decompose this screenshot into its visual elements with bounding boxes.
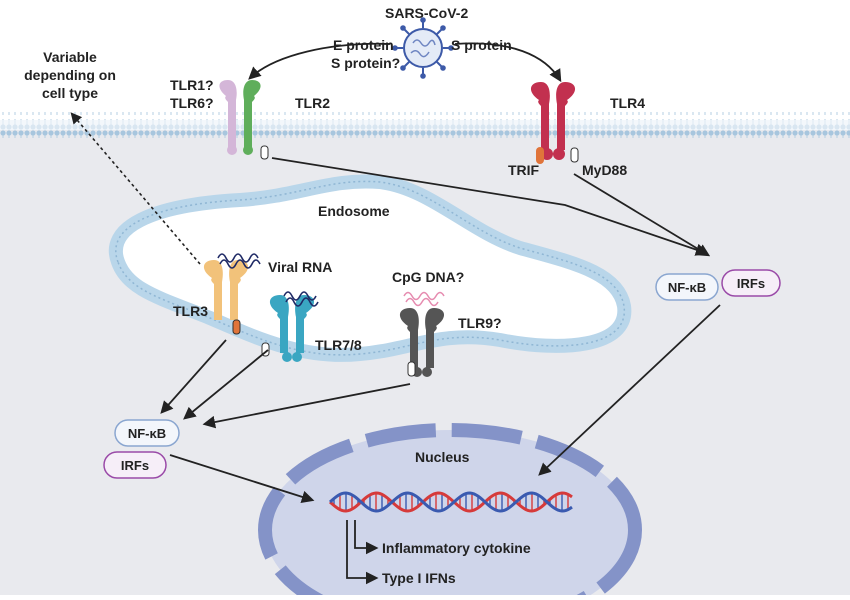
dna-strand-blue bbox=[328, 491, 573, 513]
arrow-virus-to-tlr4 bbox=[454, 42, 562, 83]
arrow-dotted-to-annotation bbox=[70, 112, 201, 265]
virus-label: SARS-CoV-2 bbox=[385, 5, 468, 21]
tlr78-label: TLR7/8 bbox=[315, 337, 362, 353]
trif-label: TRIF bbox=[508, 162, 540, 178]
arrow-dna-to-cytokine bbox=[354, 520, 379, 555]
tlr7-8-receptor-icon bbox=[261, 295, 315, 362]
viral-rna-tlr78-icon-2 bbox=[285, 297, 319, 307]
arrow-dna-to-ifns bbox=[346, 520, 379, 585]
viral-rna-tlr78-icon bbox=[283, 291, 317, 301]
dna-helix bbox=[328, 491, 573, 513]
nfkb-pill-cytoplasm bbox=[114, 419, 180, 447]
cpg-dna-label: CpG DNA? bbox=[392, 269, 464, 285]
nfkb-label-surface: NF-κB bbox=[668, 280, 706, 295]
cpg-dna-icon-2 bbox=[405, 297, 439, 307]
cpg-dna-icon bbox=[403, 291, 445, 301]
nfkb-label-cytoplasm: NF-κB bbox=[128, 426, 166, 441]
viral-rna-tlr3-icon-2 bbox=[219, 259, 261, 269]
arrow-tlr2-to-irfs bbox=[271, 157, 709, 256]
arrow-tlr9-to-nfkb bbox=[202, 383, 411, 429]
myd88-label: MyD88 bbox=[582, 162, 627, 178]
tlr3-label: TLR3 bbox=[173, 303, 208, 319]
arrow-tlr4-to-irfs bbox=[573, 173, 711, 257]
irfs-label-surface: IRFs bbox=[737, 276, 765, 291]
arrow-irfs-to-nucleus bbox=[538, 304, 721, 476]
annotation-line-2: depending on bbox=[24, 67, 116, 83]
output-type-i-ifns: Type I IFNs bbox=[382, 570, 456, 586]
output-inflammatory-cytokine: Inflammatory cytokine bbox=[382, 540, 531, 556]
tlr9-receptor-icon bbox=[399, 308, 445, 377]
annotation-line-1: Variable bbox=[43, 49, 97, 65]
s-protein-label: S protein bbox=[451, 37, 512, 53]
tlr1-label: TLR1? bbox=[170, 77, 214, 93]
arrow-tlr78-to-nfkb bbox=[183, 349, 269, 420]
tlr1-tlr6-tlr2-receptor-icon bbox=[219, 80, 269, 160]
arrow-nfkb-to-nucleus bbox=[169, 454, 315, 503]
irfs-pill-cytoplasm bbox=[103, 451, 167, 479]
endosome bbox=[108, 174, 632, 362]
irfs-label-cytoplasm: IRFs bbox=[121, 458, 149, 473]
tlr9-label: TLR9? bbox=[458, 315, 502, 331]
dna-strand-red bbox=[328, 491, 573, 513]
tlr2-label: TLR2 bbox=[295, 95, 330, 111]
arrow-tlr3-to-nfkb bbox=[160, 339, 227, 414]
viral-rna-label: Viral RNA bbox=[268, 259, 332, 275]
annotation-line-3: cell type bbox=[42, 85, 98, 101]
nfkb-pill-surface bbox=[655, 273, 719, 301]
tlr6-label: TLR6? bbox=[170, 95, 214, 111]
arrow-virus-to-tlr2 bbox=[248, 42, 391, 80]
tlr4-receptor-icon bbox=[530, 82, 579, 164]
nucleus-label: Nucleus bbox=[415, 449, 470, 465]
endosome-label: Endosome bbox=[318, 203, 390, 219]
tlr4-label: TLR4 bbox=[610, 95, 645, 111]
e-protein-label: E protein bbox=[333, 37, 394, 53]
tlr3-receptor-icon bbox=[203, 260, 249, 335]
virus-icon bbox=[392, 17, 454, 79]
viral-rna-tlr3-icon bbox=[217, 253, 259, 263]
irfs-pill-surface bbox=[721, 269, 781, 297]
s-protein-question-label: S protein? bbox=[331, 55, 400, 71]
